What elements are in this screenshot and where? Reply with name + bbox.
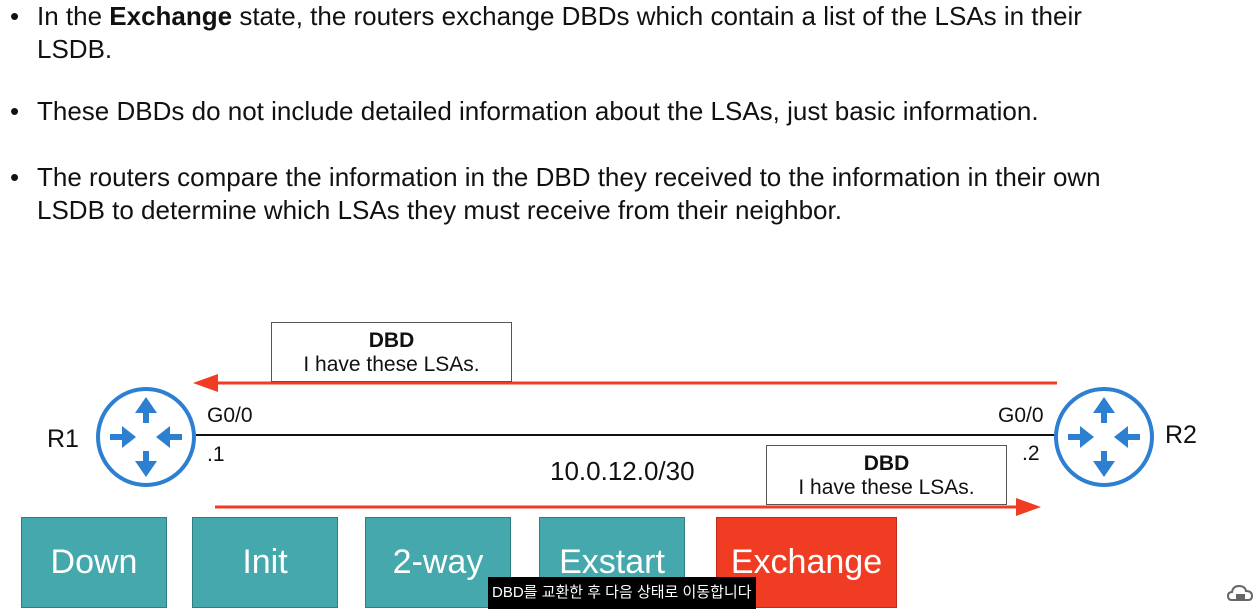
dbd-title: DBD bbox=[368, 329, 415, 352]
r2-label: R2 bbox=[1165, 421, 1197, 449]
dbd-box-bottom: DBD I have these LSAs. bbox=[766, 445, 1007, 505]
bullet-marker: • bbox=[10, 162, 20, 192]
arrow-to-r2 bbox=[215, 498, 1041, 516]
cloud-icon[interactable] bbox=[1226, 580, 1255, 608]
bullet-marker: • bbox=[10, 1, 20, 31]
bullet-text: The routers compare the information in t… bbox=[37, 162, 1101, 225]
r2-interface: G0/0 bbox=[998, 404, 1044, 427]
router-icon bbox=[1054, 387, 1154, 487]
state-init: Init bbox=[192, 517, 338, 608]
subtitle-caption: DBD를 교환한 후 다음 상태로 이동합니다 bbox=[488, 577, 756, 609]
subnet-label: 10.0.12.0/30 bbox=[550, 456, 695, 486]
dbd-subtitle: I have these LSAs. bbox=[303, 353, 480, 376]
dbd-title: DBD bbox=[863, 452, 910, 475]
r2-ip: .2 bbox=[1022, 442, 1040, 465]
router-icon bbox=[96, 387, 196, 487]
dbd-subtitle: I have these LSAs. bbox=[798, 476, 975, 499]
state-down: Down bbox=[21, 517, 167, 608]
r1-ip: .1 bbox=[207, 443, 225, 466]
state-2way: 2-way bbox=[365, 517, 511, 608]
bullet-marker: • bbox=[10, 96, 20, 126]
r1-label: R1 bbox=[47, 425, 79, 453]
dbd-box-top: DBD I have these LSAs. bbox=[271, 322, 512, 382]
bullet-text: In the Exchange state, the routers excha… bbox=[37, 1, 1082, 64]
r1-interface: G0/0 bbox=[207, 404, 253, 427]
arrow-to-r1 bbox=[193, 374, 1057, 392]
bullet-text: These DBDs do not include detailed infor… bbox=[37, 96, 1039, 126]
